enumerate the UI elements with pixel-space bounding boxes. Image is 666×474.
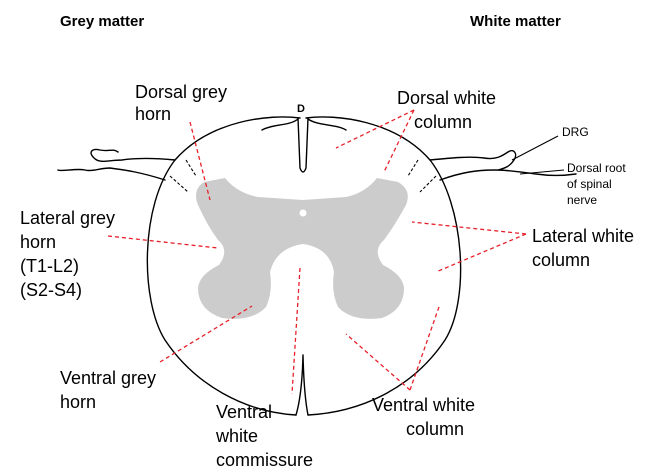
central-canal [300, 210, 307, 217]
right-nerve-root [430, 151, 576, 180]
left-dorsal-bump [262, 119, 298, 130]
dorsal-median-sulcus [298, 118, 308, 172]
grey-matter-heading: Grey matter [60, 13, 144, 30]
ventral-white-column-label: Ventral white column [372, 395, 480, 439]
ventral-median-fissure [296, 355, 308, 415]
ventral-white-column-pointer-1 [346, 334, 410, 390]
ventral-white-commissure-pointer [292, 268, 300, 394]
lateral-grey-horn-label: Lateral grey horn (T1-L2) (S2-S4) [20, 208, 120, 300]
right-dorsal-bump [308, 119, 346, 130]
grey-matter [196, 178, 408, 319]
ventral-white-commissure-label: Ventral white commissure [215, 402, 313, 470]
left-nerve-root [58, 149, 175, 180]
ventral-grey-horn-pointer [160, 306, 252, 362]
lateral-grey-horn-pointer [108, 236, 218, 248]
ventral-grey-horn-label: Ventral grey horn [60, 368, 161, 412]
dorsal-grey-horn-label: Dorsal grey horn [135, 82, 232, 124]
drg-pointer-line [512, 136, 558, 160]
lateral-white-column-label: Lateral white column [532, 226, 639, 270]
white-matter-heading: White matter [470, 13, 561, 30]
right-root-entry-dash [408, 160, 418, 176]
dorsal-white-column-pointer-1 [336, 110, 414, 148]
left-root-entry-dash-2 [186, 160, 196, 176]
ventral-white-column-pointer-2 [410, 304, 440, 390]
drg-label: DRG [562, 125, 589, 139]
lateral-white-column-pointer-1 [412, 222, 526, 234]
dorsal-root-pointer-line [520, 170, 564, 174]
dorsal-marker: D [297, 103, 305, 115]
dorsal-root-label: Dorsal root of spinal nerve [567, 161, 629, 207]
lateral-white-column-pointer-2 [436, 234, 526, 272]
left-root-entry-dash [170, 176, 188, 192]
right-root-entry-dash-2 [420, 176, 436, 192]
